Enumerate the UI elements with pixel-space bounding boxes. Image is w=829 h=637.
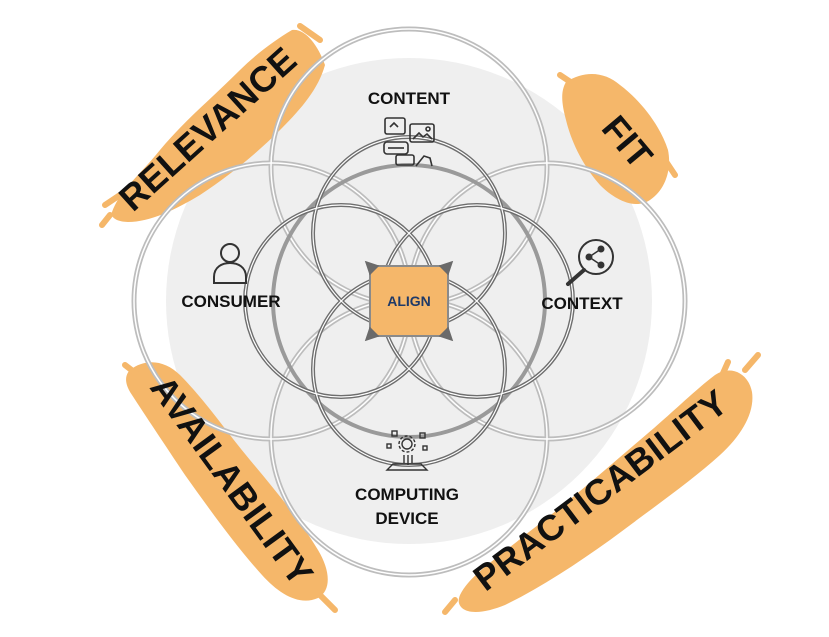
person-icon	[213, 243, 247, 284]
relevance-highlight	[99, 23, 326, 228]
context-node: CONTEXT	[541, 239, 623, 313]
practicability-highlight	[442, 352, 761, 615]
content-media-icon	[383, 117, 435, 167]
content-node: CONTENT	[368, 89, 451, 167]
content-label: CONTENT	[368, 89, 451, 108]
align-center: ALIGN	[364, 260, 454, 342]
device-label-line2: DEVICE	[375, 509, 438, 528]
availability-highlight	[122, 362, 338, 613]
align-label: ALIGN	[387, 293, 431, 309]
consumer-node: CONSUMER	[181, 243, 281, 311]
device-label-line1: COMPUTING	[355, 485, 459, 504]
device-node: COMPUTING DEVICE	[355, 430, 459, 528]
computing-gear-icon	[385, 430, 429, 471]
fit-highlight	[557, 72, 678, 205]
consumer-label: CONSUMER	[181, 292, 280, 311]
context-label: CONTEXT	[541, 294, 623, 313]
magnifier-share-icon	[566, 239, 614, 286]
